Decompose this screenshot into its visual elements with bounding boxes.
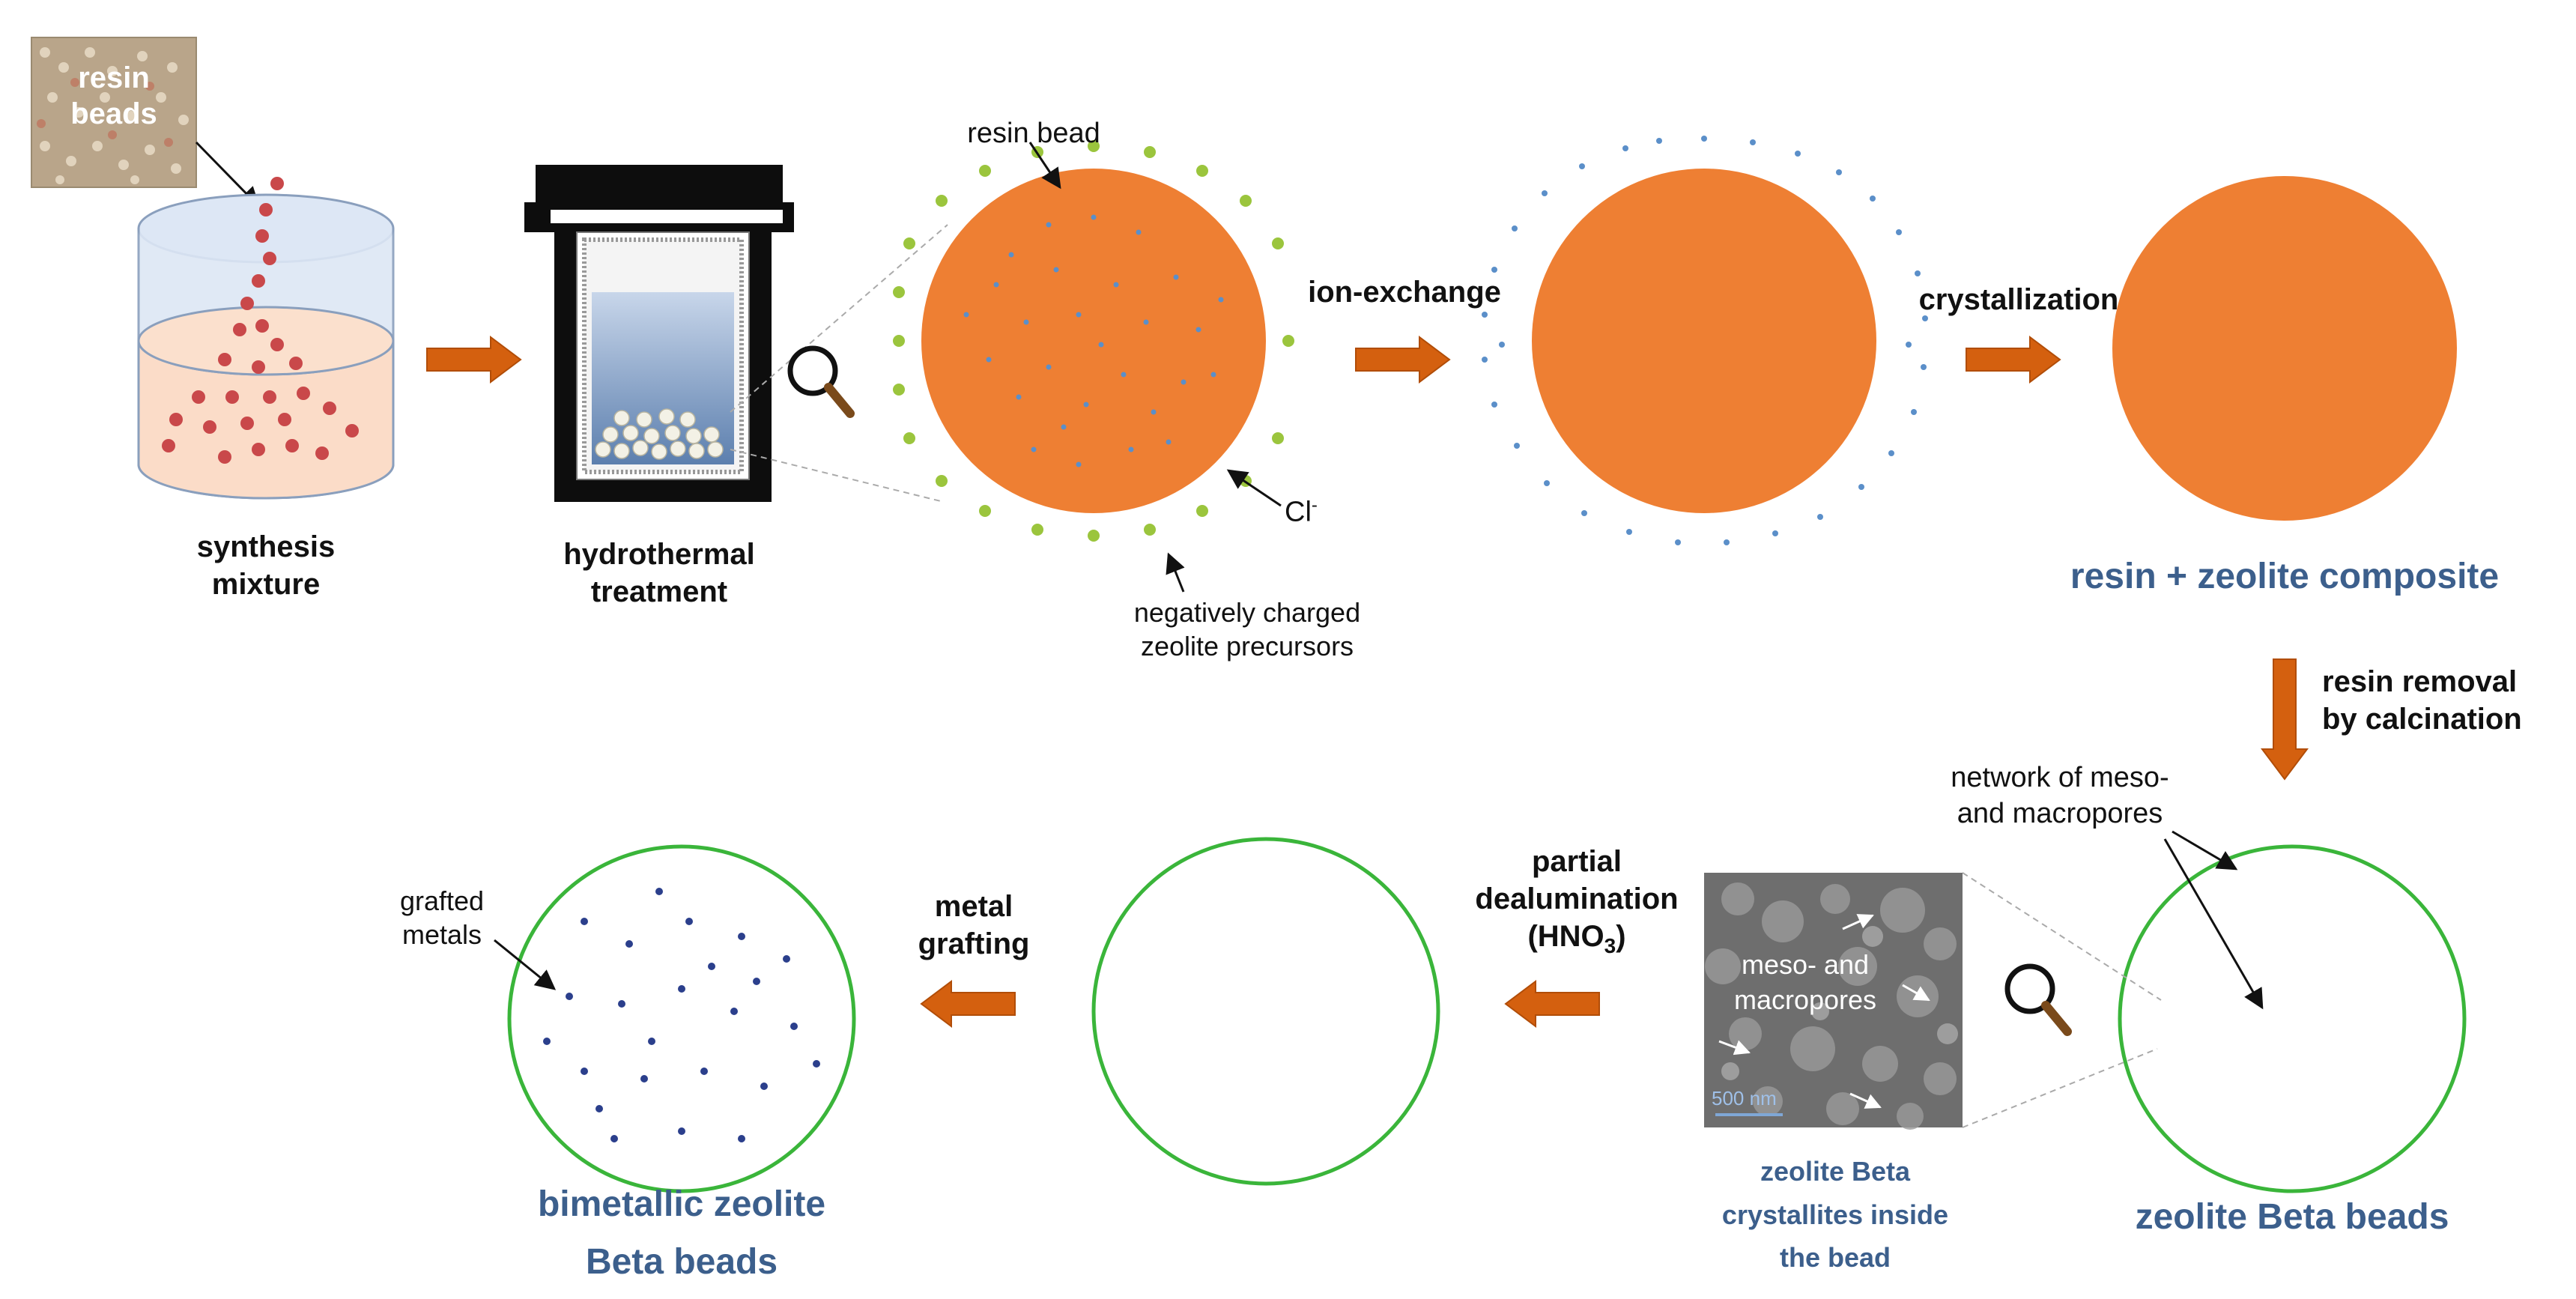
process-arrow-2 <box>1355 336 1451 384</box>
chloride-pointer <box>1226 469 1282 507</box>
sem-scale-label: 500 nm <box>1712 1087 1777 1109</box>
resin-bead-circle <box>893 140 1294 542</box>
network-pores-label: network of meso-and macropores <box>1951 762 2169 829</box>
magnifier-icon <box>787 345 855 418</box>
zoom-guide-lines-2 <box>1962 872 2162 1128</box>
bimetallic-bead-circle <box>507 844 856 1193</box>
dealuminated-bead-circle <box>1091 837 1440 1186</box>
precursor-pointer <box>1166 552 1185 593</box>
composite-label: resin + zeolite composite <box>2070 557 2500 596</box>
composite-bead-circle <box>2112 176 2457 521</box>
zoom-guide-lines-1 <box>730 224 948 503</box>
crystallization-label: crystallization <box>1918 283 2119 316</box>
magnifier-icon-2 <box>2004 963 2072 1036</box>
process-arrow-1 <box>426 336 522 384</box>
chloride-label: Cl- <box>1285 495 1318 528</box>
process-arrow-3 <box>1966 336 2061 384</box>
grafted-metals-pointer <box>494 939 557 990</box>
resin-beads-photo <box>31 37 197 188</box>
network-pointer-2 <box>2163 838 2264 1010</box>
ion-exchange-label: ion-exchange <box>1308 276 1501 309</box>
sem-image <box>1704 873 1963 1130</box>
process-arrow-5 <box>920 980 1016 1028</box>
process-arrow-4 <box>1504 980 1600 1028</box>
resin-bead-pointer <box>1028 142 1061 190</box>
resin-bead-label: resin bead <box>967 118 1100 149</box>
beaker <box>137 177 395 500</box>
beta-beads-label: zeolite Beta beads <box>2135 1197 2449 1237</box>
dealumination-label: partial dealumination (HNO3) <box>1475 845 1679 957</box>
beta-bead-circle <box>2118 844 2467 1193</box>
network-pointer-1 <box>2172 830 2238 870</box>
ion-exchanged-bead-circle <box>1482 136 1928 545</box>
resin-beads-photo-label: resin beads <box>70 61 157 130</box>
process-arrow-down <box>2261 658 2309 781</box>
autoclave <box>524 165 794 502</box>
